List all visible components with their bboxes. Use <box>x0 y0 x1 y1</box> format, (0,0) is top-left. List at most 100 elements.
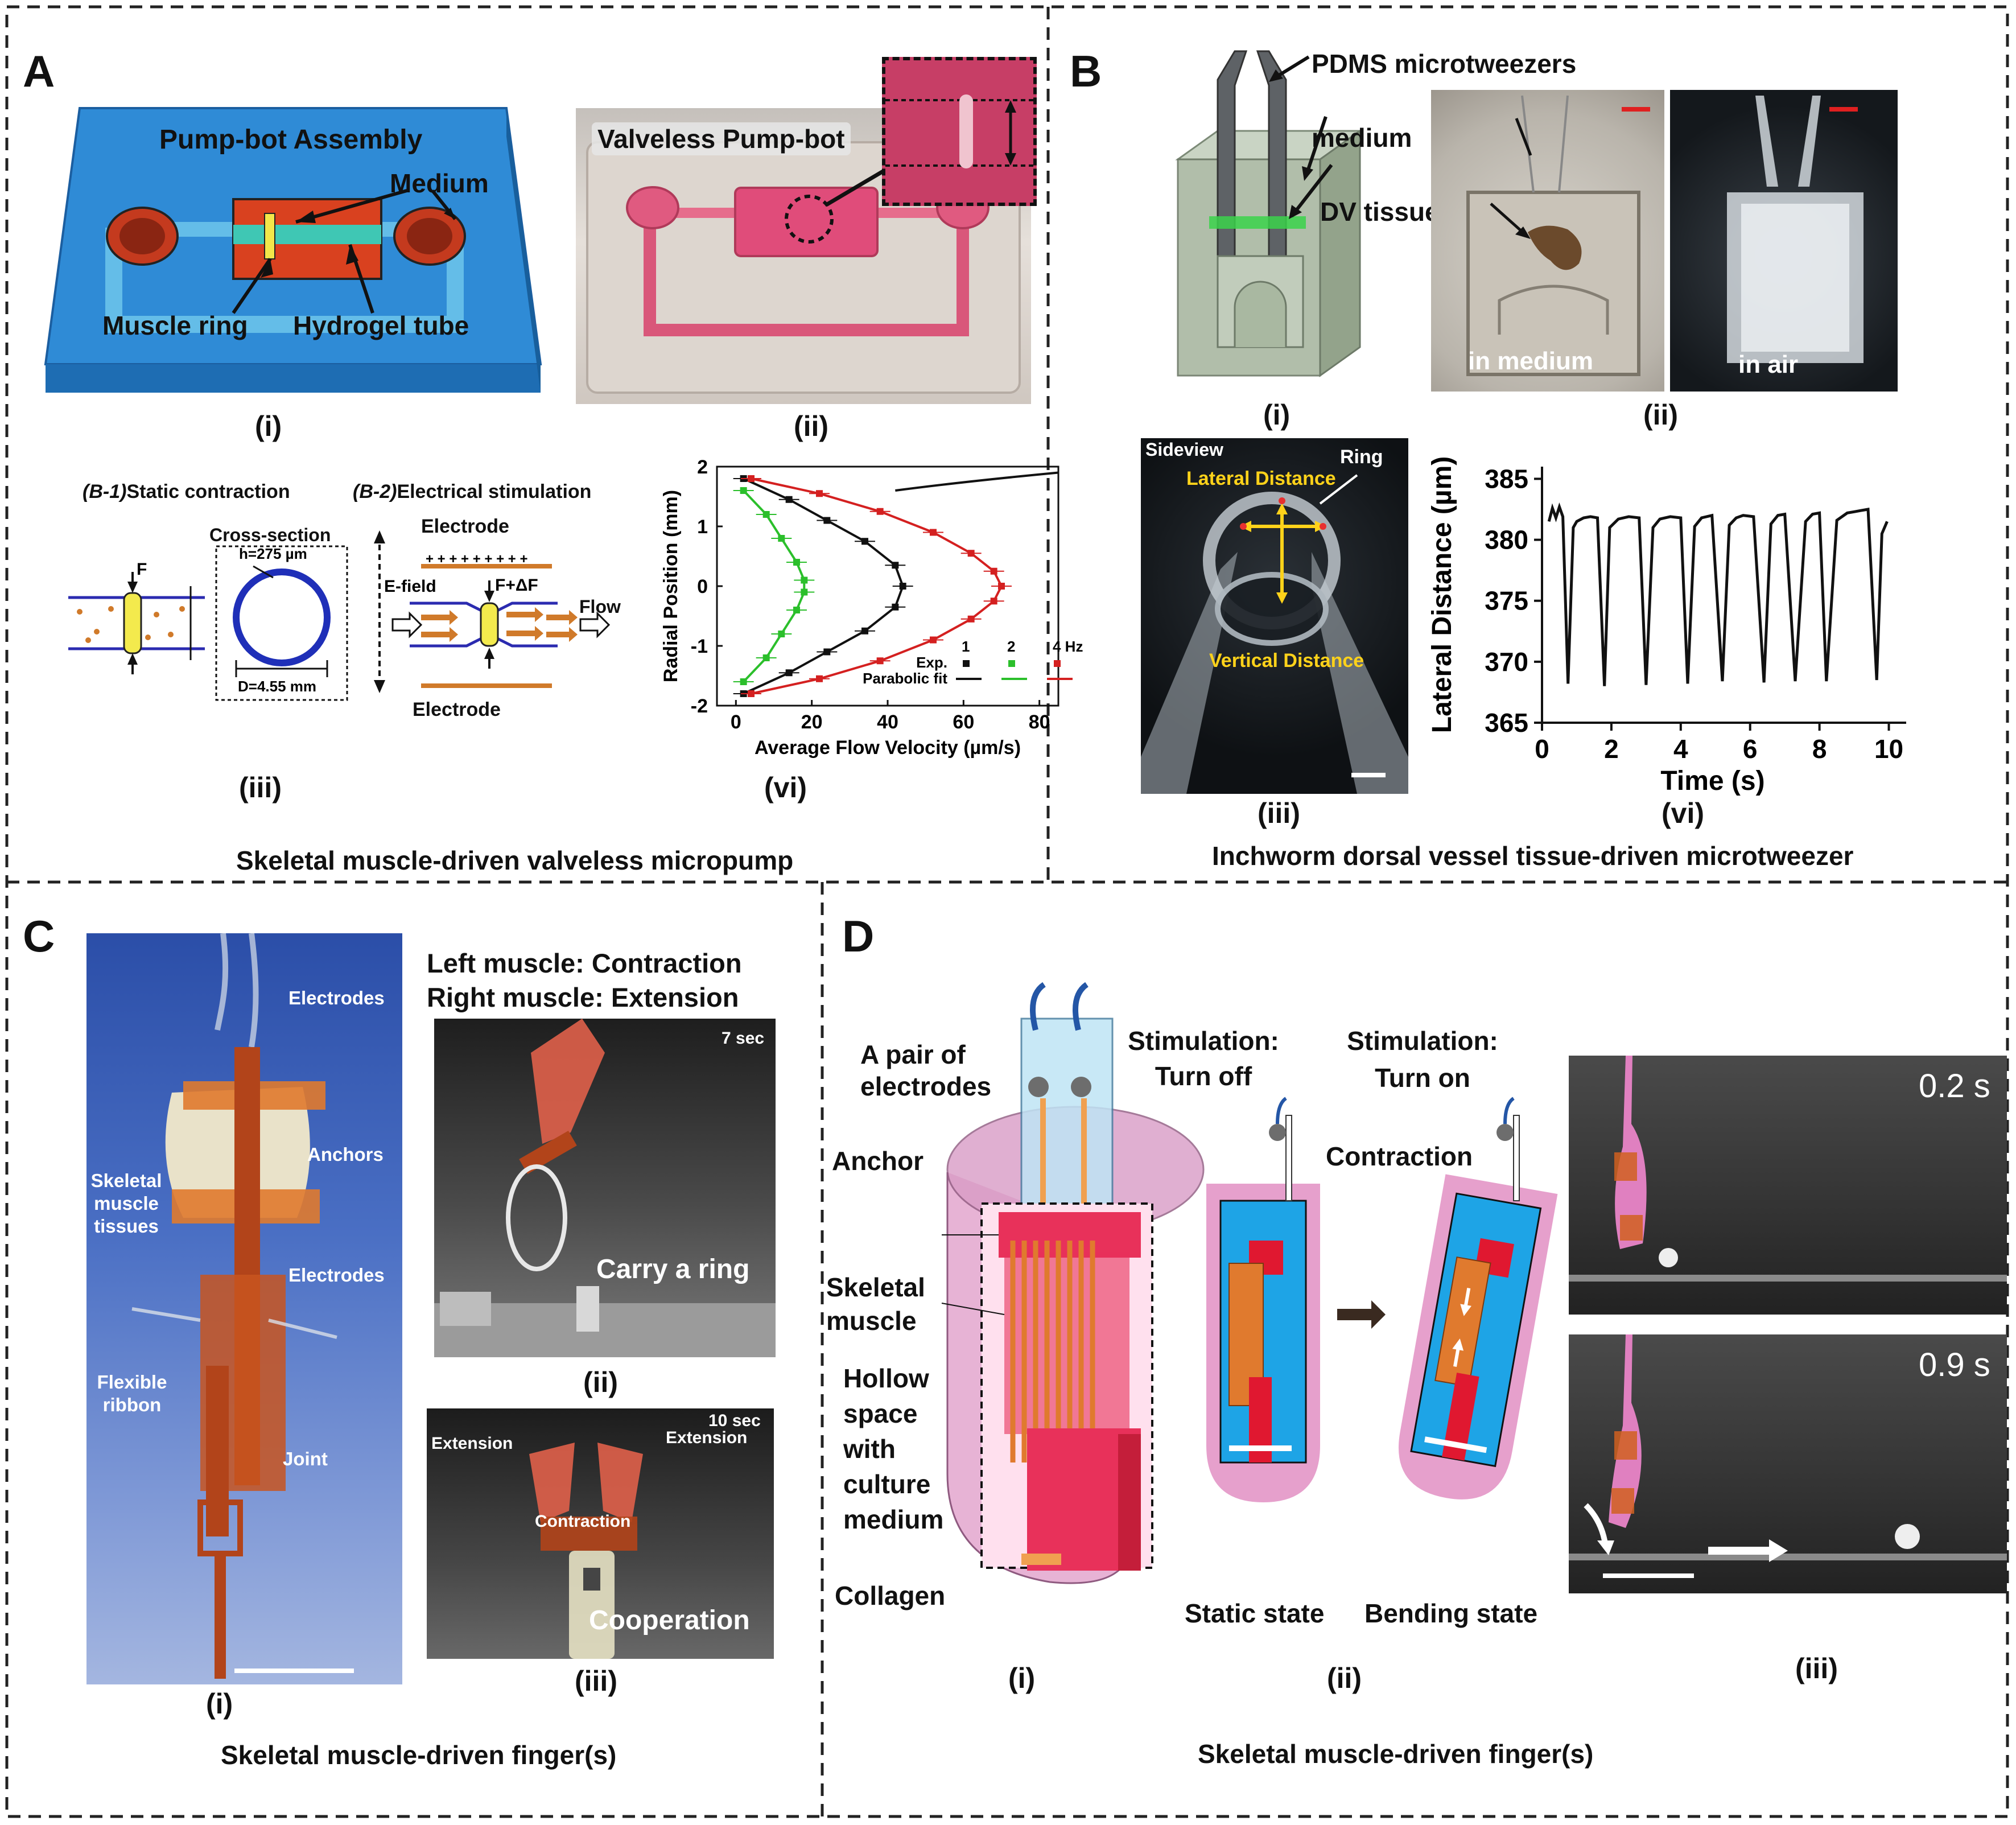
panel-letter-b: B <box>1070 46 1102 96</box>
cooperation-photo: 10 sec Extension Extension Contraction C… <box>427 1408 774 1659</box>
hollow-space-label-4: culture <box>843 1469 931 1499</box>
legend-freq: 4 Hz <box>1053 638 1083 655</box>
flexible-ribbon-label-2: ribbon <box>102 1394 162 1415</box>
legend-freq: 2 <box>1007 638 1015 655</box>
electrode-top-label: Electrode <box>421 516 509 537</box>
y-tick-label: 1 <box>697 516 708 538</box>
x-axis-label: Average Flow Velocity (µm/s) <box>755 737 1021 759</box>
subpanel-d-i: (i) <box>1008 1662 1036 1694</box>
thickness-label: h=275 µm <box>239 545 307 562</box>
panel-letter-d: D <box>842 911 875 961</box>
stim-on-label-1: Stimulation: <box>1347 1026 1498 1056</box>
fit-line-1 <box>743 489 806 683</box>
flexible-ribbon-label-1: Flexible <box>97 1371 167 1393</box>
electrode-pair-label-2: electrodes <box>860 1072 992 1101</box>
subpanel-b-ii: (ii) <box>1643 399 1679 431</box>
finger-cross-section-illustration <box>941 982 1205 1584</box>
skeletal-muscle-d-label-1: Skeletal <box>826 1272 925 1302</box>
pump-bot-assembly-illustration <box>44 107 542 393</box>
stim-force-label: F+ΔF <box>495 576 538 595</box>
y-tick-label: -2 <box>691 695 708 717</box>
in-air-label: in air <box>1738 351 1799 378</box>
tweezer-in-air-photo: in air <box>1670 90 1898 392</box>
valveless-pump-bot-title: Valveless Pump-bot <box>592 122 851 155</box>
efield-label: E-field <box>384 577 436 596</box>
hollow-space-label-1: Hollow <box>843 1363 929 1393</box>
legend-fit-label: Parabolic fit <box>863 670 947 687</box>
legend-freq: 1 <box>962 638 970 655</box>
subpanel-b-iii: (iii) <box>1258 797 1300 829</box>
panel-d-caption: Skeletal muscle-driven finger(s) <box>1198 1739 1594 1769</box>
subpanel-d-ii: (ii) <box>1327 1662 1362 1694</box>
subpanel-c-iii: (iii) <box>575 1665 617 1697</box>
x-tick-label: 10 <box>1874 734 1903 764</box>
y-tick-label: 385 <box>1485 464 1528 493</box>
finger-photo-t2: 0.9 s <box>1569 1334 2007 1593</box>
flow-label: Flow <box>579 596 621 617</box>
x-tick-label: 60 <box>953 711 974 733</box>
subpanel-a-i: (i) <box>255 410 282 442</box>
subpanel-a-vi: (vi) <box>764 772 807 804</box>
right-muscle-heading: Right muscle: Extension <box>427 982 739 1012</box>
finger-device-photo: Electrodes Anchors Skeletal muscle tissu… <box>86 933 402 1684</box>
x-tick-label: 6 <box>1743 734 1758 764</box>
subpanel-a-iii: (iii) <box>239 772 282 804</box>
carry-ring-label: Carry a ring <box>596 1254 750 1284</box>
electrodes-top-label: Electrodes <box>288 987 385 1008</box>
legend-exp-label: Exp. <box>916 654 947 671</box>
y-tick-label: 0 <box>697 576 708 598</box>
b1-tag: (B-1) <box>83 481 127 502</box>
extension-left-label: Extension <box>431 1434 513 1453</box>
cooperation-label: Cooperation <box>589 1605 750 1636</box>
finger-photo-t1: 0.2 s <box>1569 1056 2007 1315</box>
x-tick-label: 2 <box>1604 734 1619 764</box>
electrode-pair-label-1: A pair of <box>860 1040 966 1069</box>
y-tick-label: 2 <box>697 456 708 478</box>
b1-label: (B-1)Static contraction <box>83 481 290 503</box>
hydrogel-tube-label: Hydrogel tube <box>293 311 469 340</box>
subpanel-c-i: (i) <box>206 1688 233 1720</box>
y-tick-label: 370 <box>1485 647 1528 677</box>
y-axis-label: Radial Position (mm) <box>660 490 682 682</box>
x-axis-label: Time (s) <box>1660 766 1764 796</box>
pump-bot-assembly-title: Pump-bot Assembly <box>159 125 423 155</box>
static-contraction-diagram: F h=275 µm D=4.55 mm E-field + + + + + +… <box>68 530 611 701</box>
legend-marker <box>963 660 970 667</box>
x-tick-label: 0 <box>1535 734 1549 764</box>
hollow-space-label-3: with <box>843 1434 896 1464</box>
static-bending-diagram <box>1206 1097 1558 1502</box>
x-tick-label: 40 <box>877 711 898 733</box>
lateral-distance-line <box>1547 502 1889 686</box>
left-muscle-heading: Left muscle: Contraction <box>427 948 742 978</box>
tweezer-in-medium-photo: in medium <box>1431 90 1664 392</box>
legend-marker <box>1008 660 1015 667</box>
subpanel-d-iii: (iii) <box>1795 1653 1838 1684</box>
microtweezer-illustration <box>1175 50 1363 377</box>
skeletal-tissues-label-1: Skeletal <box>90 1170 162 1191</box>
y-tick-label: 365 <box>1485 708 1528 738</box>
time-label-t2: 0.9 s <box>1919 1346 1990 1383</box>
stim-off-label-2: Turn off <box>1155 1061 1252 1091</box>
dv-tissue-label: DV tissue <box>1320 197 1440 226</box>
coop-time-label: 10 sec <box>708 1411 761 1430</box>
subpanel-b-i: (i) <box>1263 399 1291 431</box>
medium-label: Medium <box>390 168 489 198</box>
stim-off-label-1: Stimulation: <box>1128 1026 1279 1056</box>
extension-right-label: Extension <box>666 1428 748 1447</box>
skeletal-tissues-label-3: tissues <box>94 1216 159 1237</box>
skeletal-tissues-label-2: muscle <box>94 1193 159 1214</box>
muscle-ring-label: Muscle ring <box>102 311 248 340</box>
collagen-label: Collagen <box>835 1581 946 1610</box>
panel-letter-c: C <box>23 911 55 961</box>
stim-on-label-2: Turn on <box>1375 1063 1470 1093</box>
sideview-ring-photo: Sideview Ring Lateral Distance Vertical … <box>1141 438 1408 794</box>
cross-section-label: Cross-section <box>209 525 331 545</box>
x-tick-label: 80 <box>1029 711 1050 733</box>
sideview-label: Sideview <box>1145 439 1223 460</box>
medium-b-label: medium <box>1312 123 1412 153</box>
static-force-label: F <box>137 560 147 579</box>
legend-marker <box>1054 660 1061 667</box>
x-tick-label: 0 <box>731 711 741 733</box>
joint-label: Joint <box>283 1448 328 1469</box>
